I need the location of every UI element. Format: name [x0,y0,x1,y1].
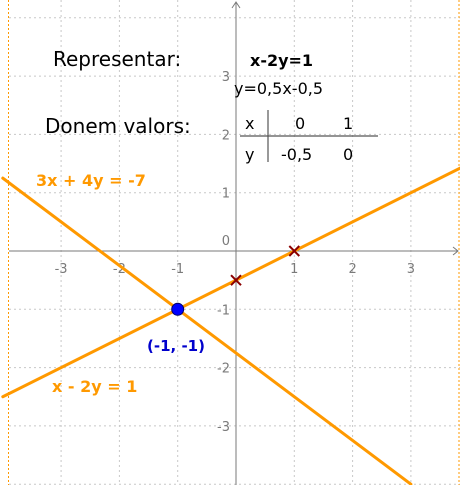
table-point-marker [288,245,301,257]
grid [9,0,460,485]
y-tick-label: 0 [222,234,230,249]
x-tick-label: -2 [113,262,126,277]
line-label-x-2y: x - 2y = 1 [52,377,137,396]
donem-valors-label: Donem valors: [45,114,191,138]
axes [9,1,459,485]
table-cell: 0 [295,114,305,133]
table-header-y: y [245,145,254,164]
x-tick-label: 2 [348,262,356,277]
table-header-x: x [245,114,254,133]
y-tick-label: 2 [222,128,230,143]
x-tick-label: -3 [55,262,68,277]
table-cell: 1 [343,114,353,133]
x-tick-label: 3 [407,262,415,277]
y-tick-label: -1 [217,303,230,318]
table-cell: -0,5 [281,145,312,164]
series-line-x-2y[interactable] [1,164,460,399]
table-cell: 0 [343,145,353,164]
equation-bold: x-2y=1 [250,51,313,70]
y-tick-label: -3 [217,420,230,435]
x-tick-labels: -3 -2 -1 1 2 3 [55,262,415,277]
intersection-point[interactable] [171,302,185,316]
series-line-3x-4y[interactable] [1,176,413,485]
solved-equation: y=0,5x-0,5 [234,79,323,98]
x-axis-arrow [452,246,459,256]
markers [171,245,301,316]
value-table: x 0 1 y -0,5 0 [240,110,378,164]
y-tick-label: -2 [217,362,230,377]
y-axis-arrow [231,1,241,9]
representar-label: Representar: [53,47,181,71]
line-label-3x-4y: 3x + 4y = -7 [36,171,146,190]
y-tick-label: 3 [222,70,230,85]
table-point-marker [230,274,242,286]
lines [1,164,460,485]
x-tick-label: 1 [290,262,298,277]
intersection-label: (-1, -1) [147,337,205,355]
y-tick-labels: -3 -2 -1 0 1 2 3 [217,70,230,435]
x-tick-label: -1 [171,262,184,277]
y-tick-label: 1 [222,187,230,202]
